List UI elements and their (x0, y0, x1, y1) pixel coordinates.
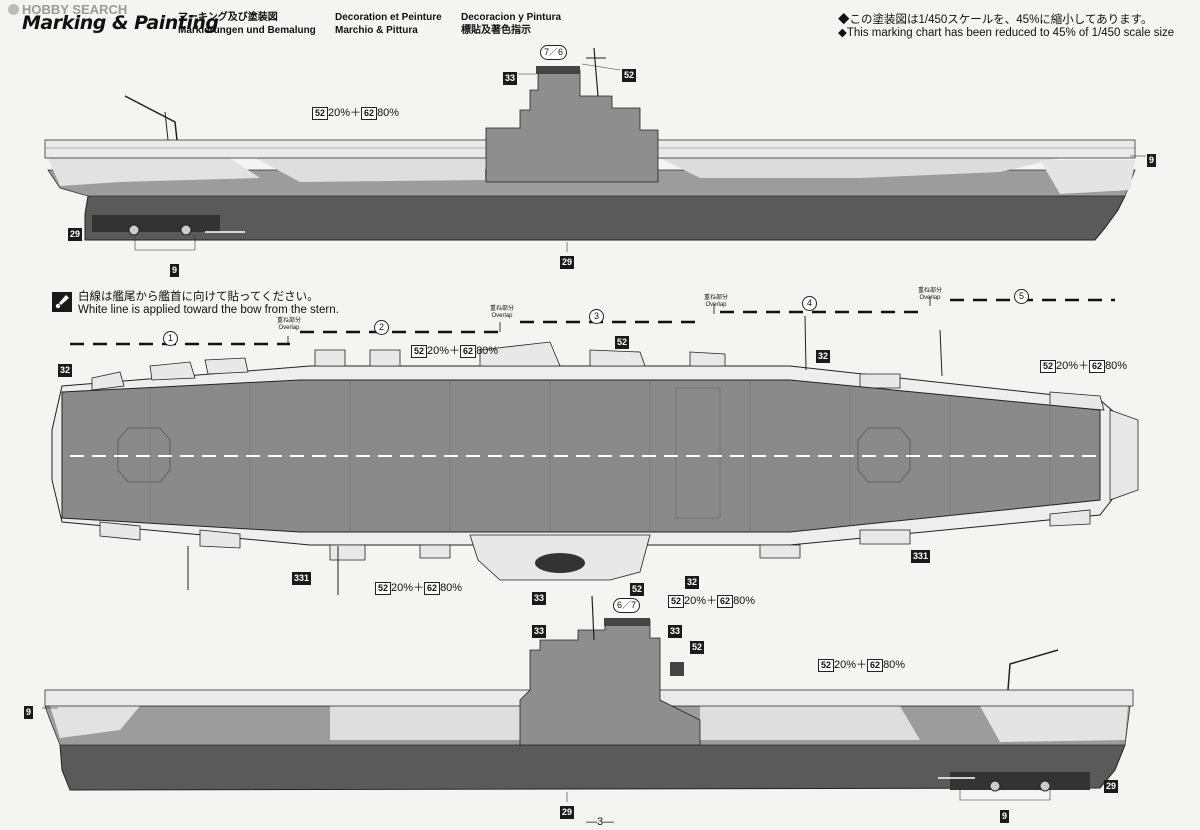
callout-29-top-bottom: 29 (560, 256, 575, 269)
callout-9-top-right: 9 (1147, 154, 1157, 167)
brand-logo-icon (8, 4, 19, 15)
header-fr-it: Decoration et Peinture Marchio & Pittura (335, 12, 442, 36)
scale-note: ◆この塗装図は1/450スケールを、45%に縮小してあります。 ◆This ma… (838, 14, 1175, 39)
bottom-profile-ship (42, 595, 1134, 802)
callout-29-bottom-right: 29 (1104, 780, 1119, 793)
callout-9-top-bottom: 9 (170, 264, 180, 277)
top-profile-ship (44, 47, 1146, 252)
decal-5-marker: 5 (1014, 286, 1029, 304)
callout-52-bottom: 52 (690, 641, 705, 654)
watermark: HOBBY SEARCH (8, 2, 127, 17)
callout-33-top: 33 (503, 72, 518, 85)
callout-7-6-top: 7／6 (540, 45, 568, 60)
white-line-note: 白線は艦尾から艦首に向けて貼ってください。 White line is appl… (78, 291, 339, 316)
callout-331-plan-right: 331 (911, 550, 931, 563)
callout-6-7-bottom: 6／7 (613, 598, 641, 613)
header-es-cn: Decoracion y Pintura 標貼及著色指示 (461, 12, 562, 36)
decal-1-marker: 1 (163, 328, 178, 346)
callout-33-bottom-right: 33 (668, 625, 683, 638)
brush-icon (52, 292, 72, 312)
callout-9-bottom-left: 9 (24, 706, 34, 719)
callout-32-plan-top: 32 (816, 350, 831, 363)
callout-29-top-left: 29 (68, 228, 83, 241)
decal-4-marker: 4 (802, 293, 817, 311)
decal-3-marker: 3 (589, 306, 604, 324)
callout-52-top: 52 (622, 69, 637, 82)
page-number: —3— (585, 816, 615, 828)
callout-52-plan-bottom: 52 (630, 583, 645, 596)
callout-52-plan: 52 (615, 336, 630, 349)
plan-view-ship (51, 296, 1139, 595)
callout-29-bottom: 29 (560, 806, 575, 819)
callout-331-plan-left: 331 (292, 572, 312, 585)
callout-32-plan-left: 32 (58, 364, 73, 377)
page-title: Marking & Painting (22, 12, 219, 34)
header-jp-de: マーキング及び塗装図 Markierungen und Bemalung (178, 12, 316, 36)
decal-2-marker: 2 (374, 317, 389, 335)
callout-33-plan: 33 (532, 592, 547, 605)
callout-9-bottom: 9 (1000, 810, 1010, 823)
callout-32-plan-bottom: 32 (685, 576, 700, 589)
callout-33-bottom-left: 33 (532, 625, 547, 638)
